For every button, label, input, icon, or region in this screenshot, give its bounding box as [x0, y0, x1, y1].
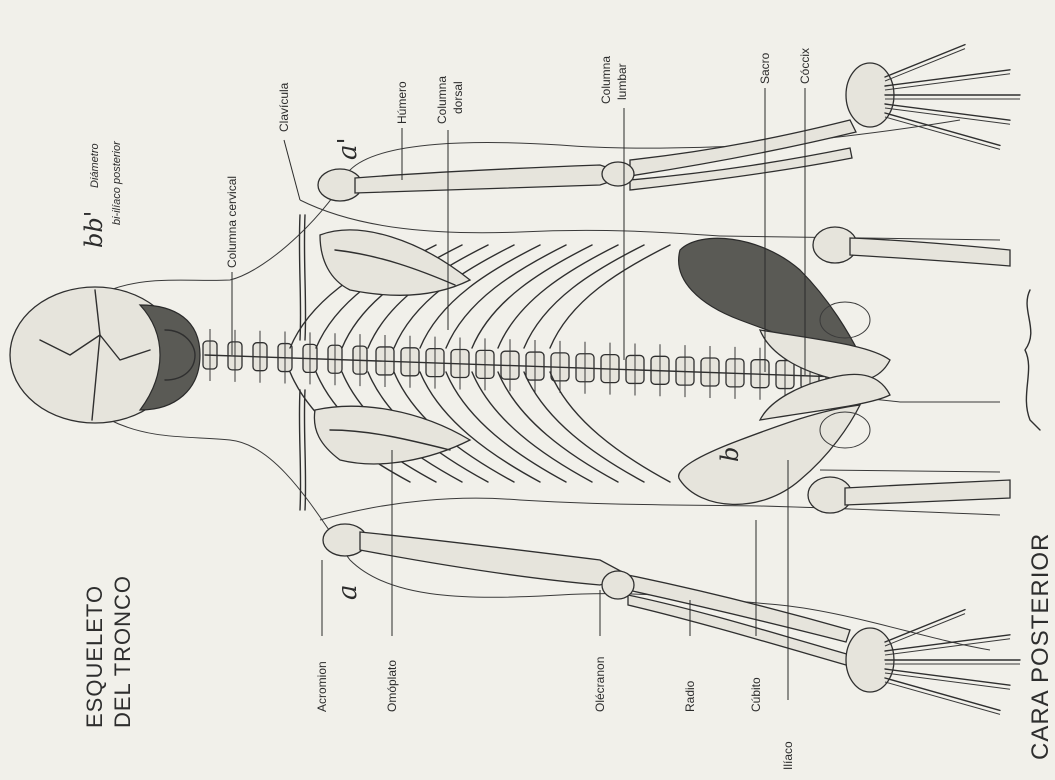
label-olecranon: Olécranon	[593, 657, 607, 712]
finger-bone-edge	[885, 614, 965, 646]
artist-signature	[1025, 290, 1040, 430]
hand-lower-side	[846, 610, 1020, 715]
label-omoplato: Omóplato	[385, 660, 399, 712]
diameter-note-line-2: bi-ilíaco posterior	[111, 140, 123, 225]
label-columna-dorsal-2: dorsal	[451, 81, 465, 114]
finger-bone	[885, 610, 965, 642]
finger-bone-edge	[885, 74, 1010, 90]
finger-bone	[885, 45, 965, 77]
label-columna-dorsal-1: Columna	[435, 76, 449, 124]
label-radio: Radio	[683, 680, 697, 712]
marker-a-prime: a'	[333, 137, 363, 160]
label-acromion: Acromion	[315, 661, 329, 712]
diameter-symbol: bb'	[80, 211, 108, 248]
label-clavicula: Clavícula	[277, 82, 291, 132]
rib-right	[524, 372, 644, 482]
label-iliaco: Ilíaco	[781, 741, 795, 770]
arm-upper-side	[318, 120, 856, 201]
label-humero: Húmero	[395, 81, 409, 124]
marker-a: a	[333, 584, 363, 600]
finger-bone	[885, 635, 1010, 651]
label-columna-cervical: Columna cervical	[225, 176, 239, 268]
hand-upper-side	[846, 45, 1020, 150]
marker-b: b	[716, 447, 744, 462]
finger-bone-edge	[885, 117, 1000, 149]
finger-bone	[885, 70, 1010, 86]
rib-left	[550, 245, 670, 348]
finger-bone-edge	[885, 682, 1000, 714]
title-line-1: ESQUELETO	[82, 585, 107, 728]
diameter-note-line-1: Diámetro	[89, 143, 101, 188]
skull	[10, 287, 200, 423]
label-cubito: Cúbito	[749, 677, 763, 712]
view-title: CARA POSTERIOR	[1027, 533, 1054, 760]
label-sacro: Sacro	[758, 52, 772, 84]
title-line-2: DEL TRONCO	[110, 575, 135, 728]
finger-bone	[885, 678, 1000, 710]
label-columna-lumbar-2: lumbar	[615, 63, 629, 100]
arm-lower-side	[323, 524, 850, 665]
rib-left	[524, 245, 644, 348]
label-columna-lumbar-1: Columna	[599, 56, 613, 104]
label-coccix: Cóccix	[798, 48, 812, 84]
finger-bone-edge	[885, 49, 965, 81]
